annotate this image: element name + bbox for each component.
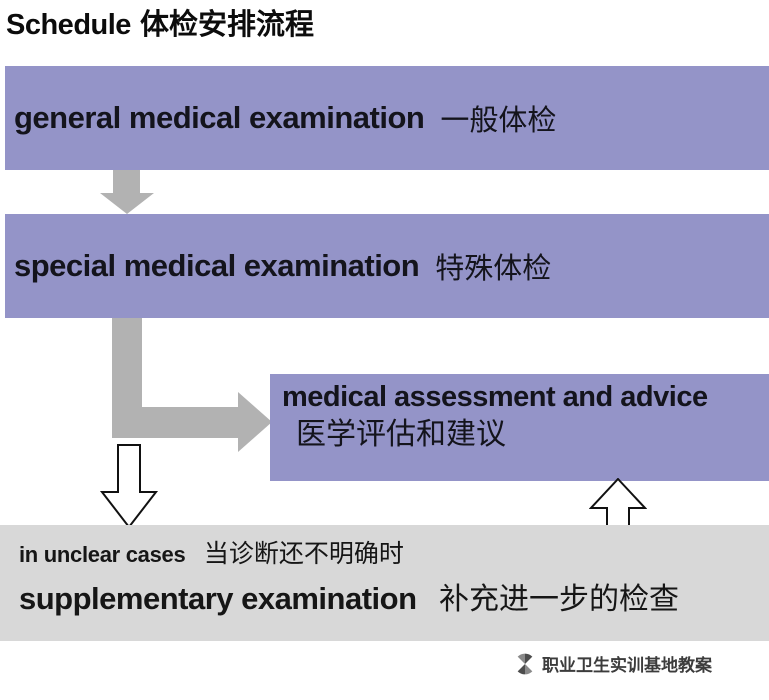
special-examination-label-en: special medical examination [14,248,420,283]
hollow-arrow-down-icon [99,444,159,529]
general-examination-label-en: general medical examination [14,100,425,135]
special-examination-label-zh: 特殊体检 [435,253,552,285]
arrow-right-head-icon [238,392,272,452]
supplementary-note-line: in unclear cases 当诊断还不明确时 [19,534,769,570]
general-examination-label-zh: 一般体检 [440,105,557,137]
hollow-arrow-up-icon [589,478,647,528]
supplementary-label-line: supplementary examination 补充进一步的检查 [19,574,769,618]
page-title-en: Schedule [6,9,131,41]
node-general-examination: general medical examination 一般体检 [5,66,769,170]
watermark-text: 职业卫生实训基地教案 [542,656,712,675]
fan-logo-icon [517,653,533,674]
supplementary-label-zh: 补充进一步的检查 [438,583,679,616]
supplementary-label-en: supplementary examination [19,581,417,616]
assessment-label-zh: 医学评估和建议 [296,418,506,452]
elbow-arrow-horizontal-segment [112,407,238,438]
assessment-label-en: medical assessment and advice [282,381,708,413]
watermark: 职业卫生实训基地教案 [514,651,712,676]
node-special-examination: special medical examination 特殊体检 [5,214,769,318]
page-title-zh: 体检安排流程 [139,9,314,41]
arrow-down-icon [113,170,140,193]
node-supplementary-examination: in unclear cases 当诊断还不明确时 supplementary … [0,525,769,641]
node-medical-assessment: medical assessment and advice 医学评估和建议 [270,374,769,481]
unclear-cases-label-en: in unclear cases [19,542,186,567]
arrow-down-head-icon [100,193,154,214]
unclear-cases-label-zh: 当诊断还不明确时 [203,541,404,568]
